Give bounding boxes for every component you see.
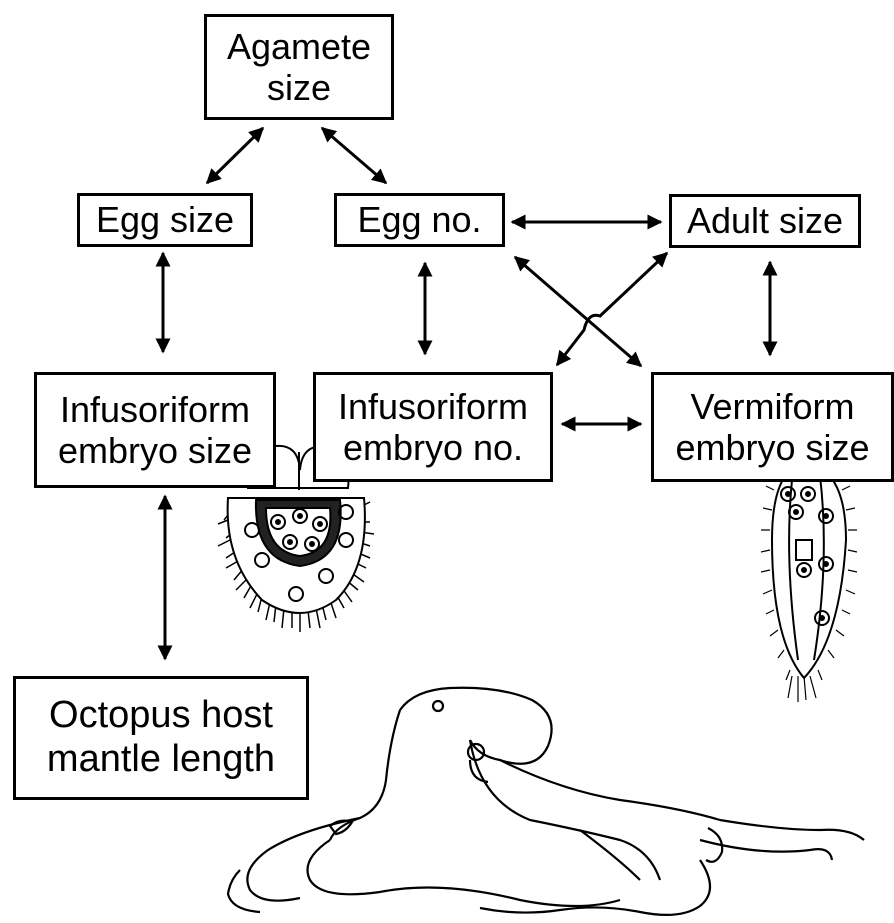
node-adult-size: Adult size <box>669 194 861 248</box>
arrow-agamete-eggsize <box>207 128 263 183</box>
node-egg-no: Egg no. <box>334 193 505 247</box>
node-infusoriform-embryo-size: Infusoriform embryo size <box>34 372 276 488</box>
node-agamete-size: Agamete size <box>204 14 394 120</box>
octopus-illustration <box>228 688 864 915</box>
node-octopus-host-mantle-length: Octopus host mantle length <box>13 676 309 800</box>
node-egg-size: Egg size <box>77 193 253 247</box>
node-infusoriform-embryo-no: Infusoriform embryo no. <box>313 372 553 482</box>
node-vermiform-embryo-size: Vermiform embryo size <box>651 372 894 482</box>
arrow-eggno-vermsize <box>515 257 641 366</box>
arrow-agamete-eggno <box>322 128 386 183</box>
vermiform-embryo-illustration <box>761 462 857 702</box>
